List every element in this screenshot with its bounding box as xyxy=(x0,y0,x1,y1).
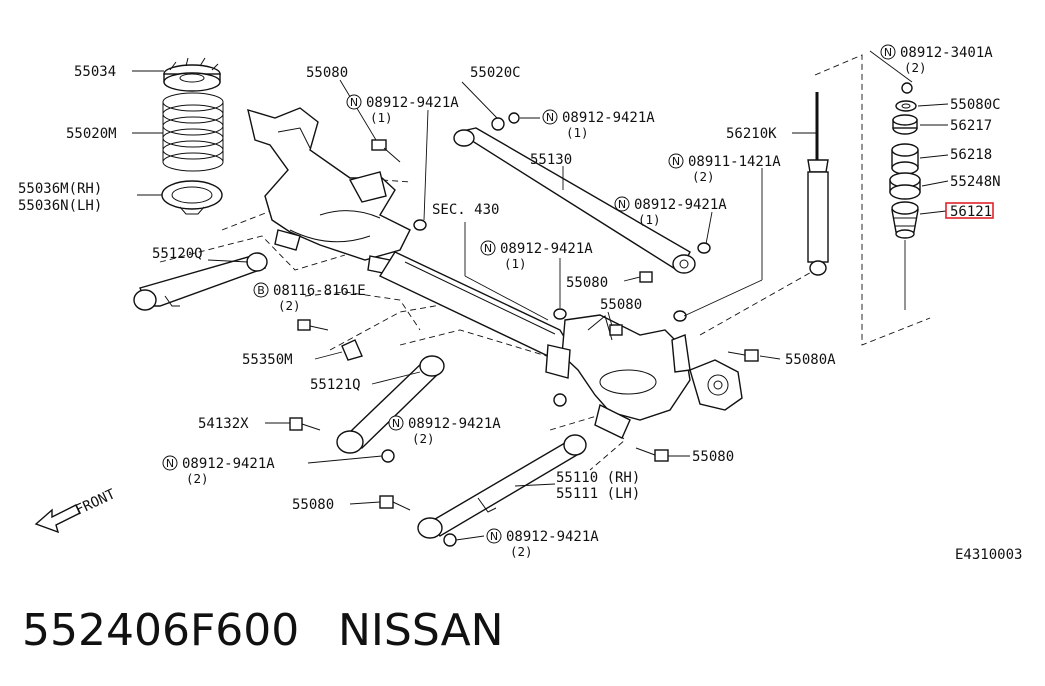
label-55080a: 55080A xyxy=(785,352,836,368)
left-arm xyxy=(133,252,268,311)
bracket xyxy=(341,339,363,361)
brand-name: NISSAN xyxy=(338,605,504,656)
n-mark-4 xyxy=(614,196,630,212)
label-55120q: 55120Q xyxy=(152,246,203,262)
label-55350m: 55350M xyxy=(242,352,293,368)
svg-text:(2): (2) xyxy=(904,60,927,75)
label-55248n: 55248N xyxy=(950,174,1001,190)
label-08912-bottom: 08912-9421A xyxy=(506,529,599,545)
n-mark-7 xyxy=(162,455,178,471)
coil-spring xyxy=(162,92,224,172)
svg-text:N: N xyxy=(618,198,626,211)
label-08116: 08116-8161E xyxy=(273,283,366,299)
label-55020m: 55020M xyxy=(66,126,117,142)
svg-text:(1): (1) xyxy=(566,125,589,140)
svg-text:(1): (1) xyxy=(504,256,527,271)
svg-text:(2): (2) xyxy=(692,169,715,184)
b-mark xyxy=(253,282,269,298)
label-56217: 56217 xyxy=(950,118,992,134)
label-55080-center2: 55080 xyxy=(600,297,642,313)
svg-text:N: N xyxy=(490,530,498,543)
label-08912-lower: 08912-9421A xyxy=(408,416,501,432)
fasteners xyxy=(289,112,759,547)
lower-arm xyxy=(336,355,445,454)
diagram-code: E4310003 xyxy=(955,547,1022,563)
label-55080-lower-right: 55080 xyxy=(692,449,734,465)
rear-subframe xyxy=(247,107,574,357)
label-08912-upper-right: 08912-9421A xyxy=(562,110,655,126)
n-mark-2 xyxy=(542,109,558,125)
n-mark-9 xyxy=(880,44,896,60)
svg-text:B: B xyxy=(257,284,265,297)
upper-link xyxy=(453,127,696,274)
svg-text:N: N xyxy=(350,96,358,109)
shock-mount-stack xyxy=(889,82,921,239)
label-56210k: 56210K xyxy=(726,126,777,142)
n-mark-6 xyxy=(388,415,404,431)
label-55020c: 55020C xyxy=(470,65,521,81)
label-55111: 55111 (LH) xyxy=(556,486,640,502)
n-mark-3 xyxy=(668,153,684,169)
leader-lines xyxy=(132,50,949,541)
labels: 55034 55020M 55036M(RH) 55036N(LH) 55080… xyxy=(18,44,1022,563)
knuckle-hub xyxy=(545,314,743,439)
svg-text:(2): (2) xyxy=(186,471,209,486)
label-08911: 08911-1421A xyxy=(688,154,781,170)
front-label: FRONT xyxy=(73,486,118,519)
part-number: 552406F600 xyxy=(22,605,299,656)
label-55036n: 55036N(LH) xyxy=(18,198,102,214)
label-55080-center: 55080 xyxy=(566,275,608,291)
label-55034: 55034 xyxy=(74,64,116,80)
label-54132x: 54132X xyxy=(198,416,249,432)
label-56218: 56218 xyxy=(950,147,992,163)
svg-text:(1): (1) xyxy=(370,110,393,125)
svg-text:(2): (2) xyxy=(412,431,435,446)
svg-text:N: N xyxy=(166,457,174,470)
label-55110: 55110 (RH) xyxy=(556,470,640,486)
svg-text:(2): (2) xyxy=(510,544,533,559)
svg-text:N: N xyxy=(672,155,680,168)
label-08912-center: 08912-9421A xyxy=(500,241,593,257)
svg-text:(2): (2) xyxy=(278,298,301,313)
front-arrow: FRONT xyxy=(34,486,118,534)
spring-seat-lower xyxy=(161,180,223,215)
svg-text:N: N xyxy=(884,46,892,59)
label-55080-bottom: 55080 xyxy=(292,497,334,513)
n-mark-5 xyxy=(480,240,496,256)
lower-link xyxy=(417,434,587,539)
shock-absorber xyxy=(807,92,829,276)
svg-text:N: N xyxy=(484,242,492,255)
svg-text:N: N xyxy=(546,111,554,124)
highlight-box xyxy=(945,202,994,219)
n-mark-8 xyxy=(486,528,502,544)
label-55121q: 55121Q xyxy=(310,377,361,393)
label-08912-left-lower: 08912-9421A xyxy=(182,456,275,472)
svg-text:N: N xyxy=(392,417,400,430)
n-mark-1 xyxy=(346,94,362,110)
label-08912-3401a: 08912-3401A xyxy=(900,45,993,61)
label-55130: 55130 xyxy=(530,152,572,168)
label-55080-top: 55080 xyxy=(306,65,348,81)
label-55036m: 55036M(RH) xyxy=(18,181,102,197)
label-08912-top: 08912-9421A xyxy=(366,95,459,111)
label-56121: 56121 xyxy=(950,204,992,220)
label-sec-430: SEC. 430 xyxy=(432,202,499,218)
label-55080c: 55080C xyxy=(950,97,1001,113)
spring-seat-upper xyxy=(163,57,221,92)
svg-text:(1): (1) xyxy=(638,212,661,227)
label-08912-mid2: 08912-9421A xyxy=(634,197,727,213)
